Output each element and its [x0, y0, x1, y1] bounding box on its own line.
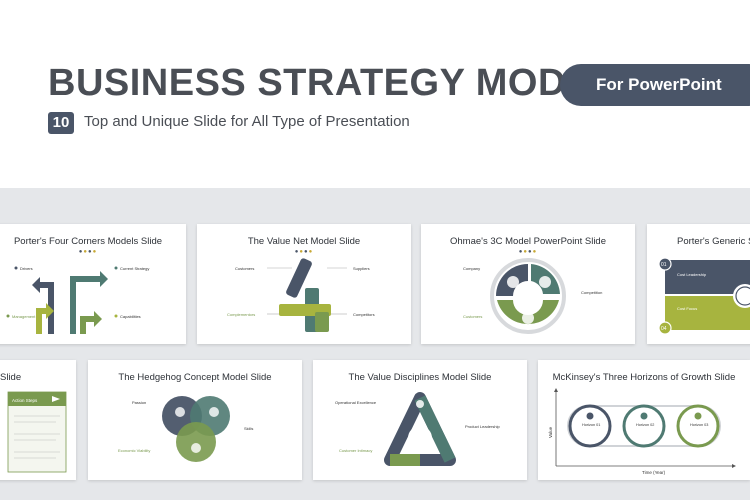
label-customers: Customers: [235, 266, 254, 271]
label-current-strategy: Current Strategy: [120, 266, 149, 271]
label-horizon-01: Horizon 01: [582, 423, 600, 427]
label-complementors: Complementors: [227, 312, 255, 317]
generic-diagram: 01 04 Cost Leadership Cost Focus: [658, 257, 750, 335]
slide-title: McKinsey's Three Horizons of Growth Slid…: [552, 372, 736, 383]
slide-card-action-steps[interactable]: Slide Action Steps: [0, 360, 76, 480]
label-04: 04: [661, 326, 667, 332]
value-net-diagram: Customers Suppliers Complementors Compet…: [227, 258, 375, 332]
slide-card-hedgehog[interactable]: The Hedgehog Concept Model Slide Passion…: [88, 360, 302, 480]
label-skills: Skills: [244, 426, 253, 431]
main-title: BUSINESS STRATEGY MODEL: [48, 62, 616, 104]
label-customer-intimacy: Customer Intimacy: [339, 448, 372, 453]
for-powerpoint-badge: For PowerPoint: [560, 64, 750, 106]
slide-card-porter[interactable]: Porter's Four Corners Models Slide ●●●● …: [0, 224, 186, 344]
label-company: Company: [463, 266, 480, 271]
label-action-steps: Action Steps: [12, 398, 38, 403]
ohmae-diagram: Company Competition Customers: [463, 258, 602, 334]
slide-card-mckinsey[interactable]: McKinsey's Three Horizons of Growth Slid…: [538, 360, 750, 480]
axis-time: Time (Year): [642, 470, 666, 475]
dots-decor: ●●●●: [78, 249, 98, 255]
slide-card-generic-strategies[interactable]: Porter's Generic St 01 04 Cost Leadershi…: [647, 224, 750, 344]
action-steps-diagram: Action Steps: [7, 391, 67, 473]
slide-title: Ohmae's 3C Model PowerPoint Slide: [450, 236, 606, 247]
label-passion: Passion: [132, 400, 146, 405]
label-competition: Competition: [581, 290, 602, 295]
disciplines-diagram: Operational Excellence Product Leadershi…: [335, 392, 500, 466]
label-drivers: Drivers: [20, 266, 33, 271]
slide-title: Porter's Generic St: [677, 236, 750, 247]
dots-decor: ●●●●: [518, 249, 538, 255]
slide-title: The Value Net Model Slide: [247, 236, 361, 247]
label-product-leadership: Product Leadership: [465, 424, 500, 429]
label-customers: Customers: [463, 314, 482, 319]
slide-card-ohmae[interactable]: Ohmae's 3C Model PowerPoint Slide ●●●● C…: [421, 224, 635, 344]
label-management: Management: [12, 314, 36, 319]
label-capabilities: Capabilities: [120, 314, 141, 319]
label-suppliers: Suppliers: [353, 266, 370, 271]
axis-value: Value: [548, 426, 553, 438]
label-cost-focus: Cost Focus: [677, 306, 697, 311]
label-01: 01: [661, 262, 667, 268]
label-horizon-03: Horizon 03: [690, 423, 708, 427]
slide-card-value-net[interactable]: The Value Net Model Slide ●●●● Customers…: [197, 224, 411, 344]
slide-title: The Hedgehog Concept Model Slide: [118, 372, 272, 383]
slide-title: Porter's Four Corners Models Slide: [13, 236, 163, 247]
mckinsey-diagram: Value Time (Year) Horizon 01 Horizon 02 …: [548, 388, 736, 475]
label-economic-viability: Economic Viability: [118, 448, 150, 453]
label-operational-excellence: Operational Excellence: [335, 400, 377, 405]
hedgehog-diagram: Passion Skills Economic Viability: [118, 396, 253, 462]
label-competitors: Competitors: [353, 312, 375, 317]
dots-decor: ●●●●: [294, 249, 314, 255]
slide-title: Slide: [0, 372, 22, 383]
slide-card-value-disciplines[interactable]: The Value Disciplines Model Slide Operat…: [313, 360, 527, 480]
porter-diagram: Drivers Current Strategy Management Capa…: [6, 266, 149, 334]
subtitle: Top and Unique Slide for All Type of Pre…: [84, 113, 410, 130]
label-horizon-02: Horizon 02: [636, 423, 654, 427]
slide-count-badge: 10: [48, 112, 74, 134]
label-cost-leadership: Cost Leadership: [677, 272, 707, 277]
slide-title: The Value Disciplines Model Slide: [348, 372, 492, 383]
